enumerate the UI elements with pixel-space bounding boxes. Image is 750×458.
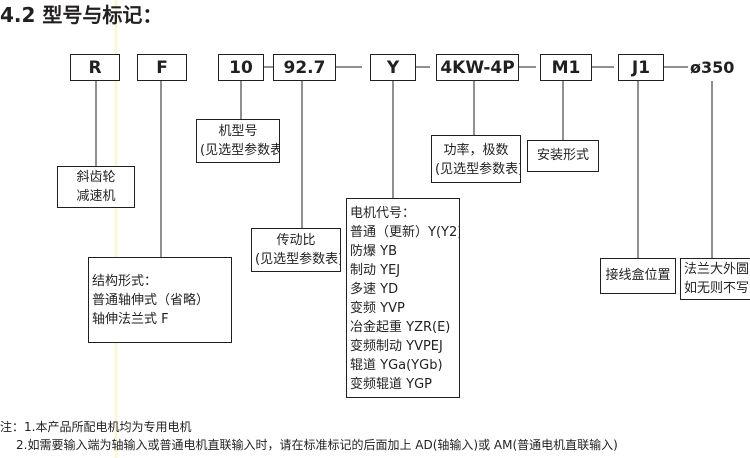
note-terminal: 接线盒位置 (600, 258, 676, 294)
section-title: 4.2 型号与标记： (0, 3, 163, 27)
note-frame: 机型号 (见选型参数表) (196, 119, 280, 163)
note-structure-line-2: 普通轴伸式（省略） (92, 293, 210, 308)
note-structure-line-3: 轴伸法兰式 F (92, 312, 169, 327)
note-motor-line-5: 多速 YD (350, 282, 399, 297)
footnote-1: 注：1.本产品所配电机均为专用电机 (0, 420, 192, 434)
code-box-frame: 10 (218, 54, 264, 81)
note-motor-line-2: 普通（更新）Y(Y2) (350, 225, 460, 240)
note-motor-line-4: 制动 YEJ (350, 263, 401, 278)
note-reducer: 斜齿轮 减速机 (57, 166, 135, 208)
note-frame-line-2: (见选型参数表) (200, 143, 280, 158)
note-motor-line-7: 冶金起重 YZR(E) (350, 320, 451, 335)
note-power-line-2: (见选型参数表) (435, 162, 521, 177)
note-mounting: 安装形式 (527, 140, 599, 172)
note-reducer-line-2: 减速机 (76, 189, 116, 204)
code-box-mounting: M1 (540, 54, 592, 81)
note-motor-line-10: 变频辊道 YGP (350, 377, 432, 392)
note-reducer-line-1: 斜齿轮 (76, 170, 116, 185)
note-motor-line-8: 变频制动 YVPEJ (350, 339, 443, 354)
note-flange-line-2: 如无则不写 (684, 281, 750, 296)
note-motor-line-6: 变频 YVP (350, 301, 405, 316)
code-box-motor: Y (370, 54, 416, 81)
code-box-f: F (137, 54, 187, 81)
code-box-ratio: 92.7 (273, 54, 336, 81)
code-box-power: 4KW-4P (436, 54, 519, 81)
note-motor-line-3: 防爆 YB (350, 244, 397, 259)
note-flange: 法兰大外圆 如无则不写 (680, 258, 750, 300)
note-motor: 电机代号： 普通（更新）Y(Y2) 防爆 YB 制动 YEJ 多速 YD 变频 … (346, 198, 460, 398)
code-box-terminal: J1 (618, 54, 664, 81)
code-box-r: R (70, 54, 120, 81)
diameter-label: ø350 (690, 58, 735, 77)
note-ratio-line-2: (见选型参数表) (255, 252, 341, 267)
note-structure: 结构形式： 普通轴伸式（省略） 轴伸法兰式 F (88, 257, 232, 343)
note-structure-line-1: 结构形式： (92, 274, 158, 289)
note-terminal-line-1: 接线盒位置 (605, 268, 671, 283)
note-motor-line-1: 电机代号： (350, 206, 416, 221)
page-fold-shadow (114, 0, 118, 458)
note-flange-line-1: 法兰大外圆 (684, 262, 750, 277)
note-mounting-line-1: 安装形式 (536, 148, 589, 163)
note-frame-line-1: 机型号 (218, 124, 258, 139)
note-power: 功率，极数 (见选型参数表) (431, 135, 521, 183)
note-power-line-1: 功率，极数 (443, 143, 509, 158)
footnote-2: 2.如需要输入端为轴输入或普通电机直联输入时，请在标准标记的后面加上 AD(轴输… (16, 438, 618, 452)
note-ratio: 传动比 (见选型参数表) (251, 228, 341, 272)
note-motor-line-9: 辊道 YGa(YGb) (350, 358, 443, 373)
note-ratio-line-1: 传动比 (276, 233, 316, 248)
